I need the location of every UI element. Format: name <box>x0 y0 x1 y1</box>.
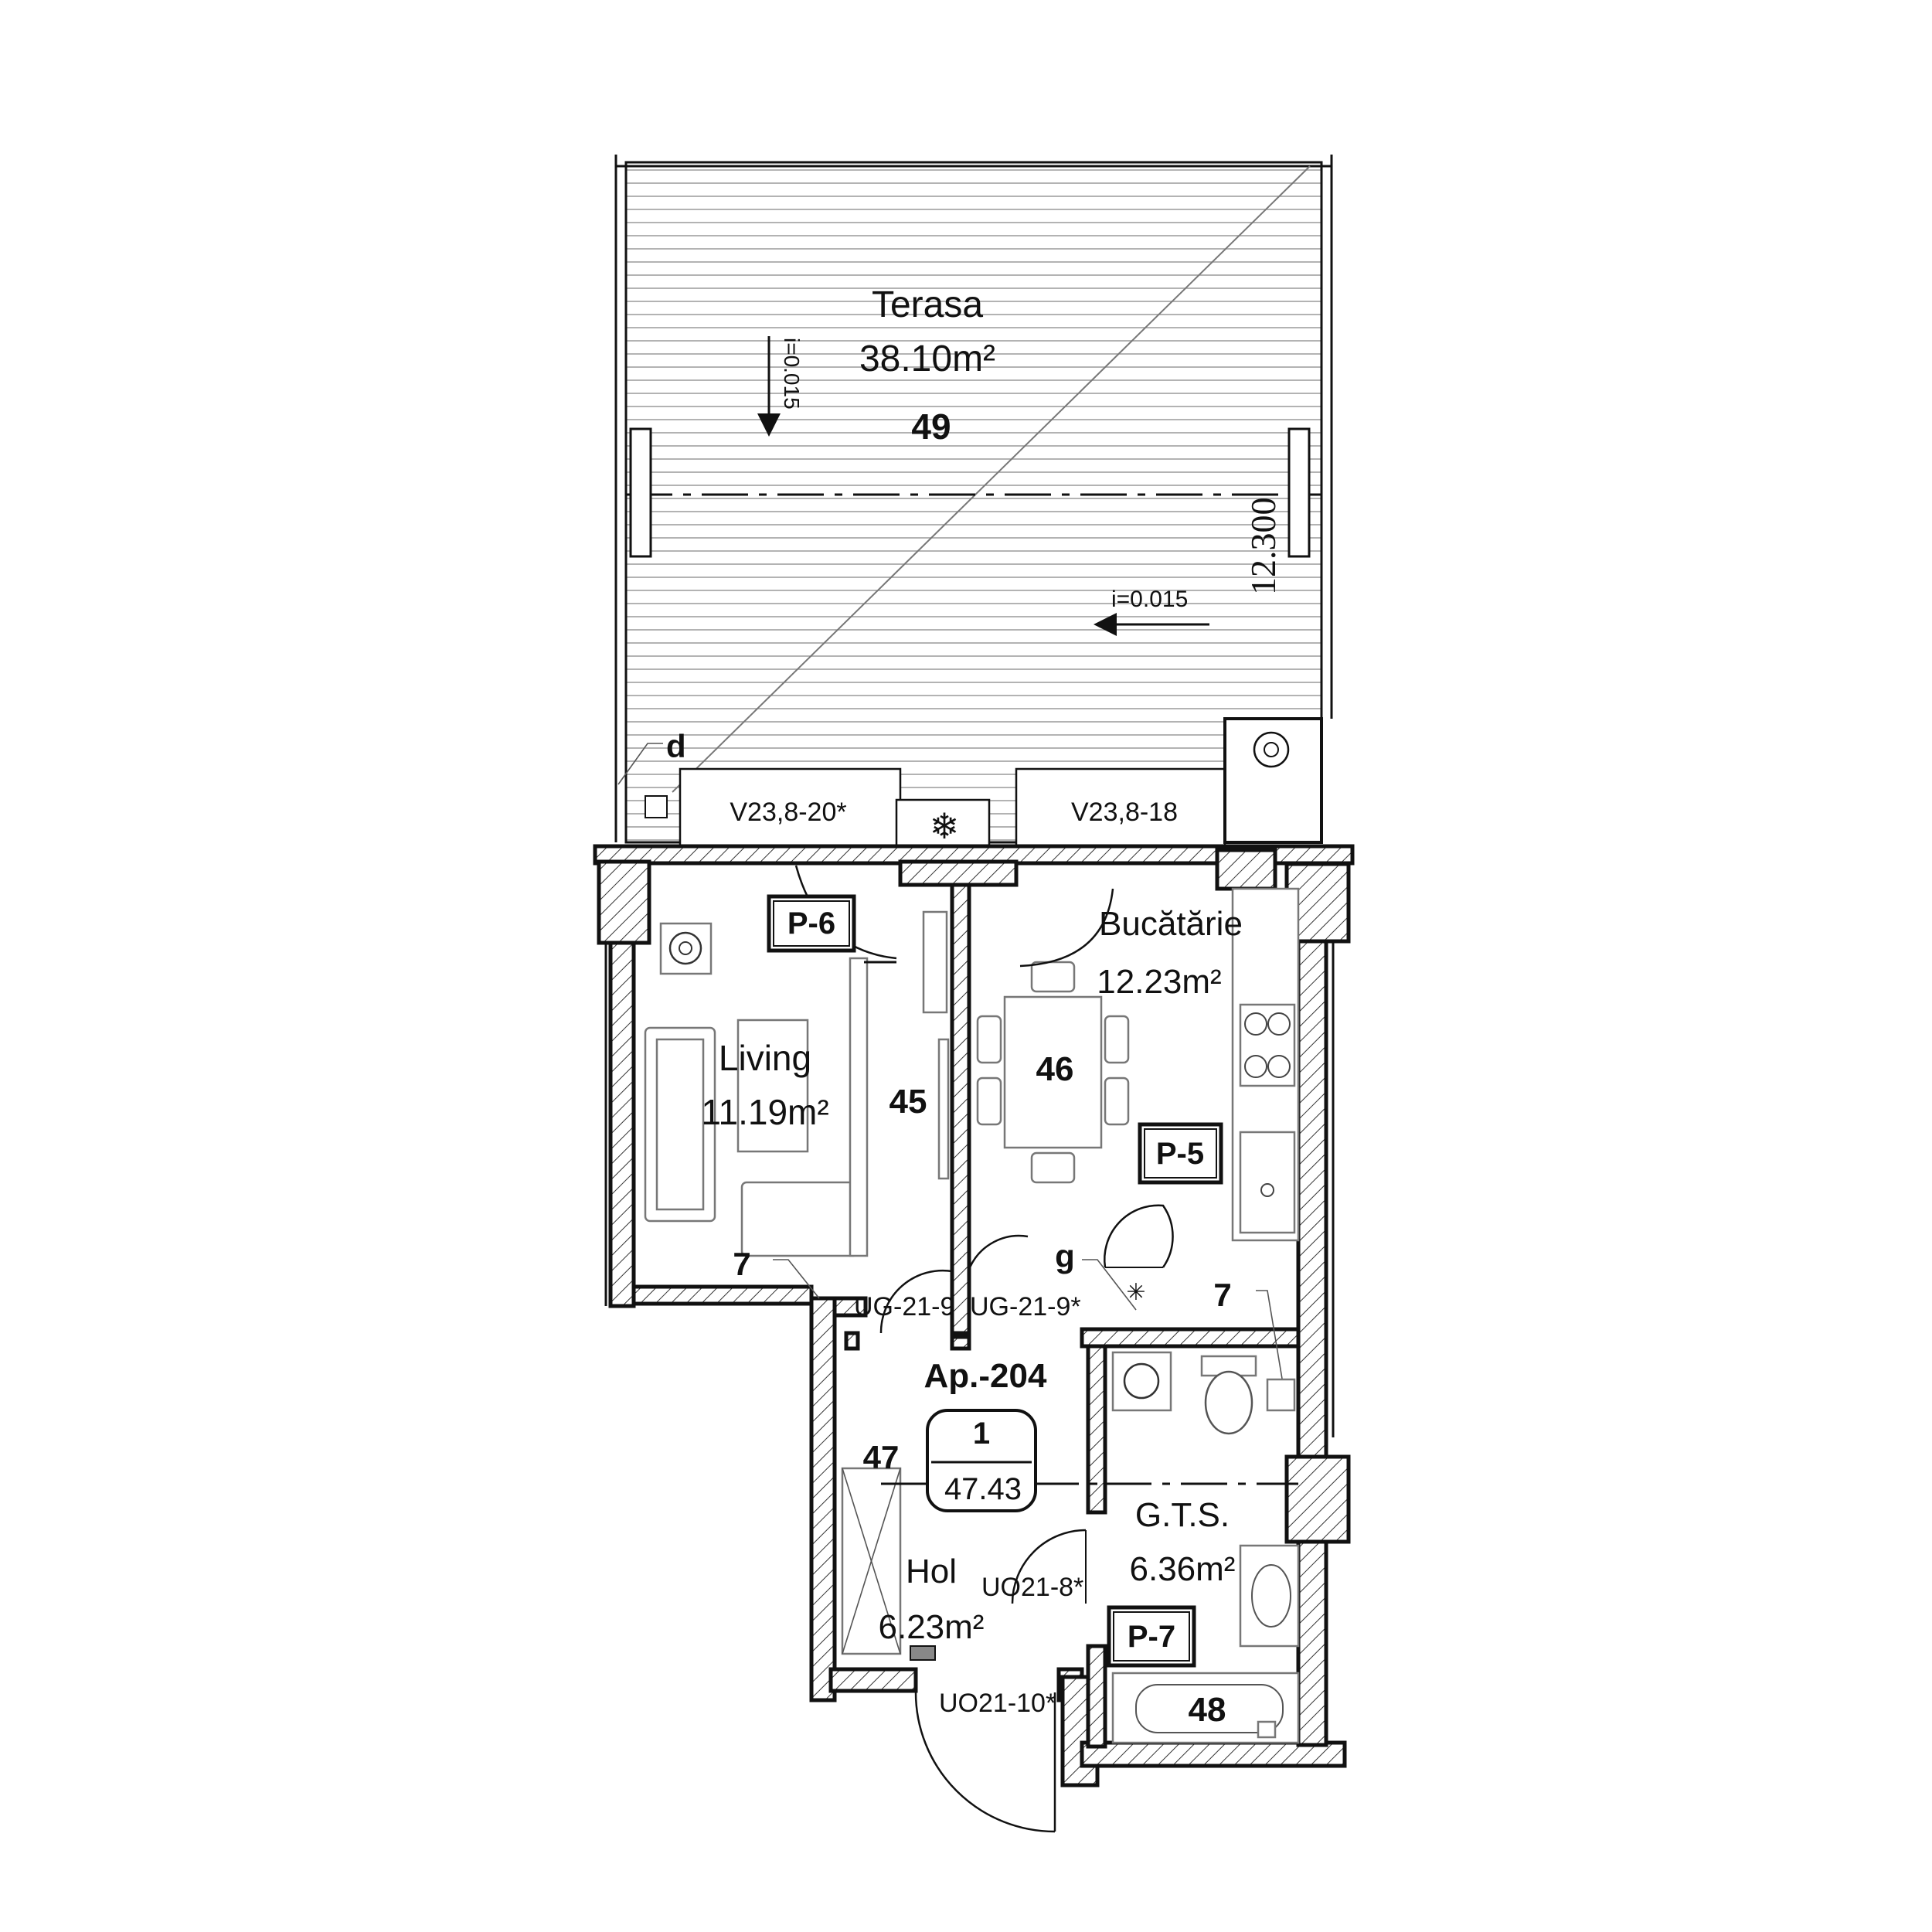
sink <box>1239 1131 1296 1234</box>
apartment-total-area: 47.43 <box>944 1472 1022 1506</box>
terrace-diagonal <box>672 165 1311 793</box>
bathroom-name: G.T.S. <box>1135 1496 1230 1534</box>
apartment-badge <box>926 1409 1037 1512</box>
burner-icon <box>1244 1012 1267 1036</box>
ac-unit <box>895 798 991 852</box>
hall-area: 6.23m² <box>879 1608 985 1646</box>
kitchen-door-arc <box>1019 888 1114 968</box>
door-living-label: UG-21-9 <box>854 1292 954 1321</box>
bathroom <box>1105 1351 1300 1744</box>
window-sill-right <box>1015 767 1226 848</box>
threshold <box>910 1645 936 1661</box>
tv-icon <box>937 1038 950 1180</box>
drain-box <box>1266 1378 1296 1412</box>
door-bathroom-label: UO21-8* <box>981 1573 1083 1602</box>
bathroom-area: 6.36m² <box>1130 1550 1236 1588</box>
marker-7-left: 7 <box>733 1246 750 1282</box>
armchair <box>740 1181 859 1257</box>
kitchen: ✳ <box>968 887 1300 1384</box>
level-mark: 12.300 <box>1243 498 1283 596</box>
drain-icon <box>645 795 668 818</box>
stove <box>1239 1003 1296 1087</box>
wardrobe <box>922 910 948 1014</box>
entrance-door <box>914 1692 1056 1833</box>
walls <box>593 844 1355 1787</box>
bathroom-number: 48 <box>1189 1691 1226 1729</box>
tag-p5: P-5 <box>1156 1137 1204 1171</box>
living-room <box>644 865 953 1334</box>
door-entrance-label: UO21-10* <box>939 1689 1056 1718</box>
toilet-icon <box>1204 1370 1253 1435</box>
marker-d: d <box>666 728 686 764</box>
coffee-table <box>736 1019 809 1153</box>
terrace-name: Terasa <box>872 284 983 325</box>
faucet-icon <box>1260 1183 1274 1197</box>
tag-p6: P-6 <box>787 906 835 940</box>
living-name: Living <box>719 1038 811 1078</box>
hall-number: 47 <box>863 1439 900 1475</box>
snowflake-icon: ❄ <box>930 806 960 846</box>
kitchen-number: 46 <box>1036 1050 1074 1088</box>
hall <box>841 1409 1105 1833</box>
marker-g: g <box>1055 1238 1075 1274</box>
kitchen-area: 12.23m² <box>1097 963 1221 1001</box>
tv-unit <box>849 957 869 1257</box>
kitchen-name: Bucătărie <box>1099 905 1243 943</box>
terrace-number: 49 <box>911 406 951 447</box>
vent-icon <box>1253 731 1290 768</box>
terrace-area: 38.10m² <box>859 338 995 379</box>
slope-vertical: i=0.015 <box>780 338 804 410</box>
door-kitchen-label: UG-21-9* <box>970 1292 1081 1321</box>
gas-icon: ✳ <box>1126 1280 1145 1305</box>
window-right-label: V23,8-18 <box>1071 798 1178 827</box>
living-area: 11.19m² <box>701 1092 828 1132</box>
apartment-label: Ap.-204 <box>924 1357 1047 1395</box>
tag-p7: P-7 <box>1128 1620 1175 1654</box>
window-left-label: V23,8-20* <box>730 798 846 827</box>
marker-7-right: 7 <box>1213 1277 1231 1313</box>
terrace: ❄ <box>614 155 1333 852</box>
boiler-icon <box>668 931 702 965</box>
hall-name: Hol <box>906 1553 957 1590</box>
living-number: 45 <box>889 1083 927 1121</box>
slope-horizontal: i=0.015 <box>1111 587 1188 612</box>
dining-table <box>1003 995 1103 1149</box>
apartment-rooms: 1 <box>973 1417 990 1451</box>
